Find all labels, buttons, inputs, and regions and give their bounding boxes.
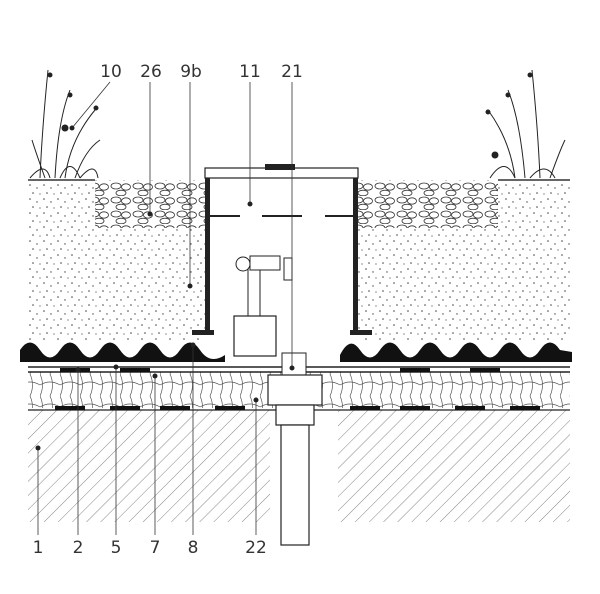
- label-11: 11: [239, 62, 261, 82]
- label-7: 7: [150, 538, 161, 558]
- plant-right: [485, 69, 566, 179]
- leader-lines: [37, 81, 293, 535]
- label-2: 2: [73, 538, 84, 558]
- concrete-slab: [28, 410, 270, 522]
- inspection-chamber: [192, 164, 372, 376]
- label-21: 21: [281, 62, 303, 82]
- label-5: 5: [111, 538, 122, 558]
- label-9b: 9b: [180, 62, 202, 82]
- drainage-mat: [20, 342, 572, 362]
- label-10: 10: [100, 62, 122, 82]
- gravel-strip: [358, 182, 498, 228]
- concrete-slab: [338, 410, 570, 522]
- label-26: 26: [140, 62, 162, 82]
- label-22: 22: [245, 538, 267, 558]
- gravel-strip: [95, 182, 207, 228]
- drain-outlet-pipe: [267, 374, 323, 546]
- label-1: 1: [33, 538, 44, 558]
- plant-left: [29, 69, 101, 179]
- label-8: 8: [188, 538, 199, 558]
